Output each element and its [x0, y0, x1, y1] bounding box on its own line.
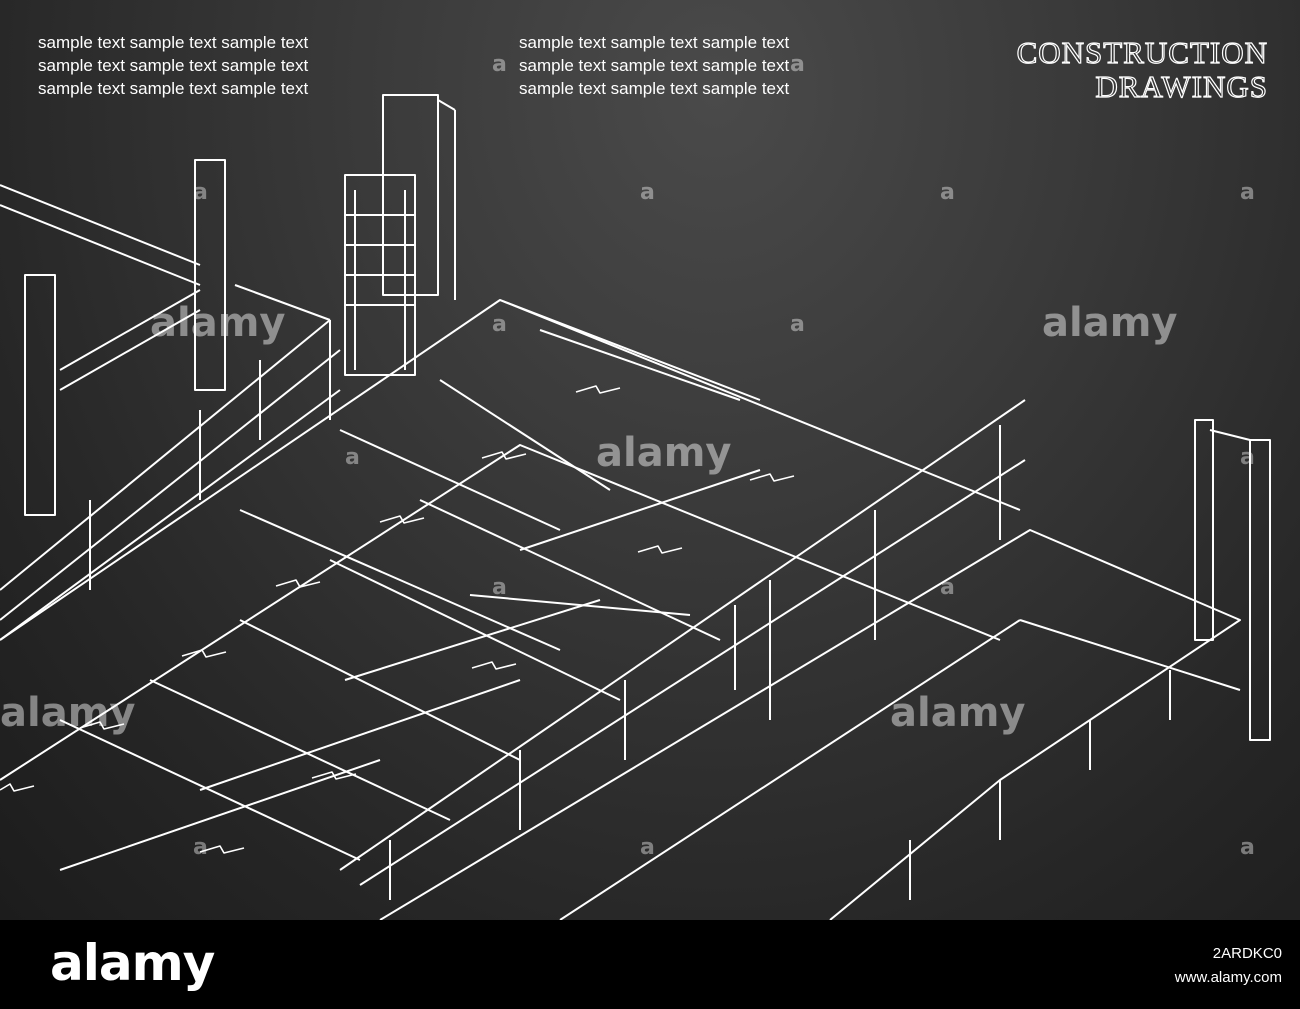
watermark-letter: a: [940, 180, 955, 205]
handrail-left: [0, 319, 331, 591]
drawing-area: sample text sample text sample text samp…: [0, 0, 1300, 920]
sample-text-line: sample text sample text sample text: [519, 56, 790, 75]
watermark-text: alamy: [596, 430, 732, 476]
sample-text-line: sample text sample text sample text: [519, 33, 790, 52]
watermark-letter: a: [640, 180, 655, 205]
construction-wireframe: [0, 94, 1271, 920]
site-url: www.alamy.com: [1174, 969, 1282, 986]
sample-text-right: sample text sample text sample text samp…: [519, 31, 789, 100]
sample-text-line: sample text sample text sample text: [38, 56, 309, 75]
title-line-2: DRAWINGS: [1095, 69, 1268, 104]
watermark-letter: a: [640, 835, 655, 860]
deck-edge-far: [499, 299, 1021, 511]
column-right: [1194, 419, 1214, 641]
watermark-letter: a: [1240, 445, 1255, 470]
watermark-letter: a: [1240, 835, 1255, 860]
column-center: [382, 94, 439, 296]
column-left-1: [194, 159, 226, 391]
watermark-letter: a: [790, 52, 805, 77]
footer-bar: alamy 2ARDKC0 www.alamy.com: [0, 920, 1300, 1009]
watermark-letter: a: [193, 180, 208, 205]
watermark-letter: a: [790, 312, 805, 337]
title-block: CONSTRUCTION DRAWINGS: [1016, 34, 1268, 104]
sample-text-line: sample text sample text sample text: [38, 79, 309, 98]
sample-text-line: sample text sample text sample text: [38, 33, 309, 52]
column-left-2: [24, 274, 56, 516]
watermark-text: alamy: [0, 690, 136, 736]
main-beam: [379, 529, 1241, 920]
watermark-text: alamy: [150, 300, 286, 346]
watermark-text: alamy: [890, 690, 1026, 736]
footer-logo: alamy: [50, 934, 215, 992]
sample-text-left: sample text sample text sample text samp…: [38, 31, 308, 100]
title-line-1: CONSTRUCTION: [1017, 35, 1268, 70]
sample-text-line: sample text sample text sample text: [519, 79, 790, 98]
watermark-letter: a: [492, 52, 507, 77]
watermark-text: alamy: [1042, 300, 1178, 346]
watermark-letter: a: [492, 312, 507, 337]
handrail-right: [339, 399, 1026, 871]
watermark-letter: a: [193, 835, 208, 860]
footer-image-info: 2ARDKC0 www.alamy.com: [1175, 942, 1282, 990]
watermark-letter: a: [345, 445, 360, 470]
watermark-letter: a: [492, 575, 507, 600]
watermark-letter: a: [1240, 180, 1255, 205]
deck-edge-mid: [0, 444, 1001, 781]
watermark-letter: a: [940, 575, 955, 600]
image-id: 2ARDKC0: [1212, 945, 1282, 962]
